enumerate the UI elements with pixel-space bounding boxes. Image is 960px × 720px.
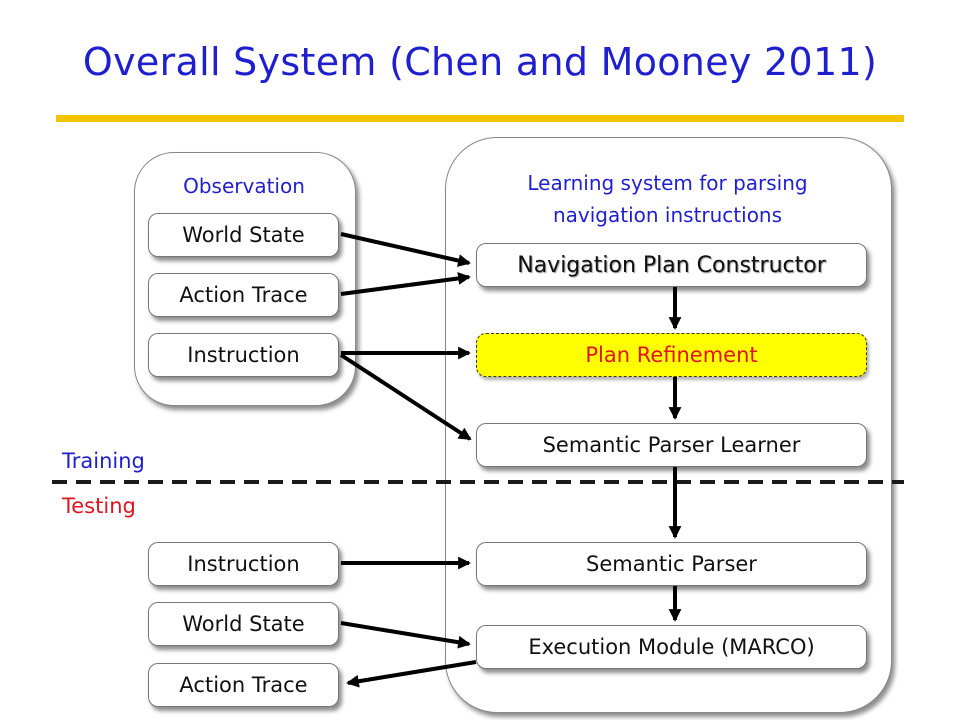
semantic-parser-learner: Semantic Parser Learner	[476, 423, 867, 467]
arrow-world-state-to-nav-plan	[340, 232, 471, 267]
execution-module: Execution Module (MARCO)	[476, 625, 867, 669]
arrow-instruction-to-learner	[339, 353, 472, 441]
navigation-plan-constructor: Navigation Plan Constructor	[476, 243, 867, 287]
testing-world-state: World State	[148, 602, 339, 646]
observation-instruction: Instruction	[148, 333, 339, 377]
testing-instruction: Instruction	[148, 542, 339, 586]
slide-title: Overall System (Chen and Mooney 2011)	[82, 40, 878, 84]
arrow-world-state-to-execution	[340, 621, 471, 649]
arrow-action-trace-to-nav-plan	[340, 272, 471, 296]
title-underline	[56, 115, 904, 122]
learning-system-heading: Learning system for parsing navigation i…	[445, 167, 890, 231]
testing-label: Testing	[62, 494, 136, 518]
learning-heading-line-2: navigation instructions	[552, 203, 783, 227]
plan-refinement: Plan Refinement	[476, 333, 867, 377]
testing-action-trace: Action Trace	[148, 663, 339, 707]
arrow-execution-to-action-trace	[346, 660, 477, 688]
observation-world-state: World State	[148, 213, 339, 257]
learning-heading-line-1: Learning system for parsing	[527, 171, 808, 195]
semantic-parser: Semantic Parser	[476, 542, 867, 586]
observation-heading: Observation	[183, 174, 305, 198]
training-label: Training	[62, 449, 145, 473]
observation-action-trace: Action Trace	[148, 273, 339, 317]
